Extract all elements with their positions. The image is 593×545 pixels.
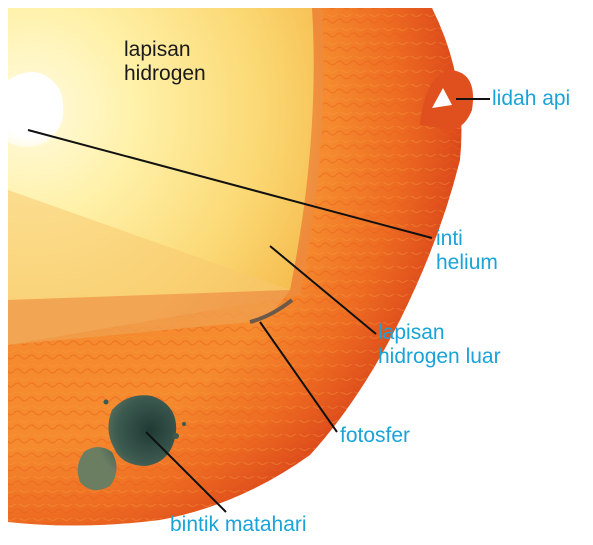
label-lapisan-hidrogen-luar: lapisan hidrogen luar [378, 321, 501, 369]
label-fotosfer: fotosfer [340, 424, 410, 448]
label-luar-line2: hidrogen luar [378, 345, 501, 369]
label-luar-line1: lapisan [378, 321, 501, 345]
label-lidah-api: lidah api [492, 87, 570, 111]
label-lapisan-hidrogen-line1: lapisan [124, 38, 206, 62]
label-lapisan-hidrogen: lapisan hidrogen [124, 38, 206, 86]
label-inti-line1: inti [436, 227, 498, 251]
label-lapisan-hidrogen-line2: hidrogen [124, 62, 206, 86]
label-inti-helium: inti helium [436, 227, 498, 275]
label-inti-line2: helium [436, 251, 498, 275]
label-bintik-matahari: bintik matahari [170, 513, 307, 537]
